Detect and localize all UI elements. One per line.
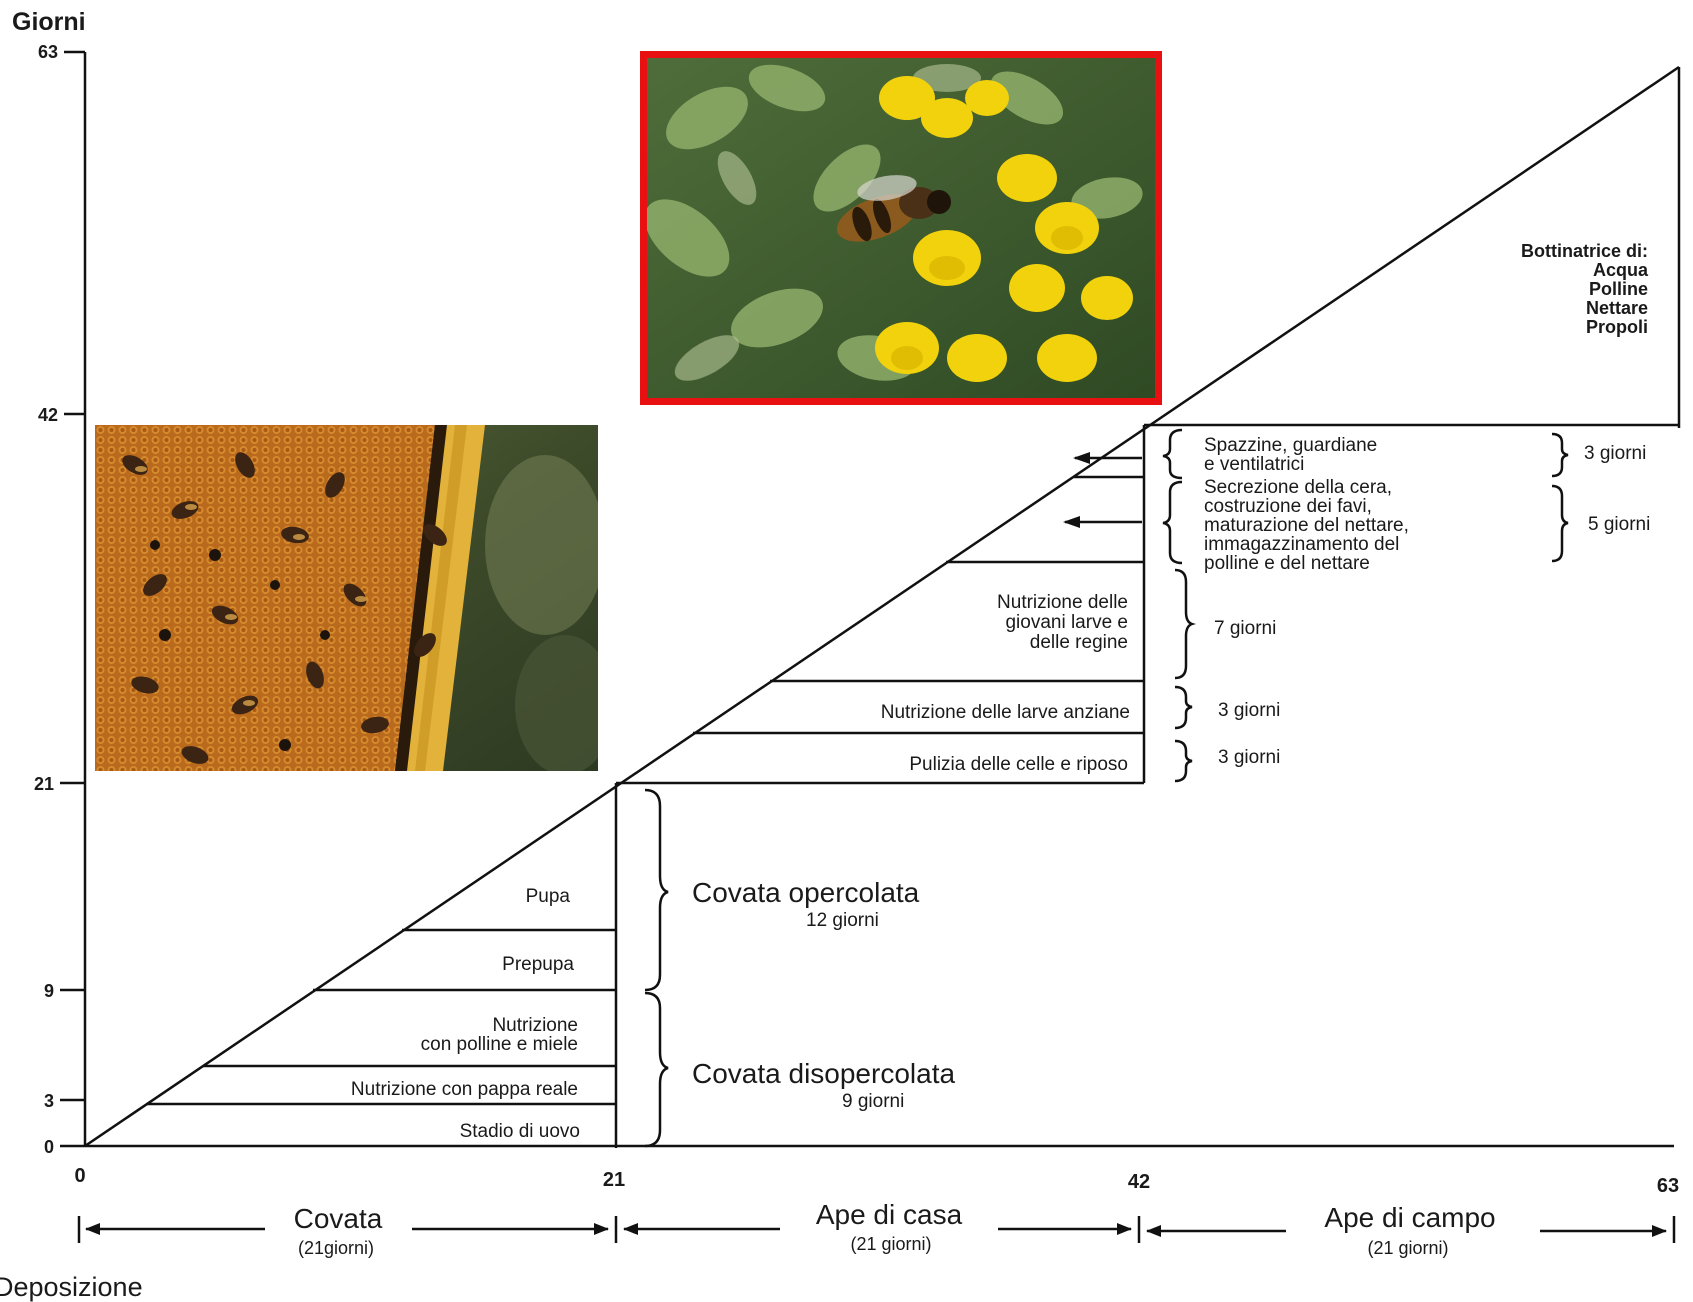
stage-royal-jelly: Nutrizione con pappa reale — [351, 1079, 578, 1100]
deposition-label: Deposizione — [0, 1272, 143, 1302]
phase-house-duration: (21 giorni) — [850, 1234, 931, 1254]
stage-pollen-honey-1: Nutrizione — [492, 1015, 578, 1036]
task-young-larvae-2: giovani larve e — [1005, 612, 1128, 633]
brood-capped-duration: 12 giorni — [806, 910, 879, 931]
duration-young-larvae: 7 giorni — [1214, 618, 1276, 639]
brood-uncapped-duration: 9 giorni — [842, 1091, 904, 1112]
y-tick-3: 3 — [44, 1091, 54, 1111]
stage-prepupa: Prepupa — [502, 954, 574, 975]
stage-pupa: Pupa — [526, 886, 571, 907]
phase-field-duration: (21 giorni) — [1367, 1238, 1448, 1258]
x-tick-63: 63 — [1657, 1175, 1679, 1197]
honeycomb-frame-photo — [95, 425, 598, 771]
y-tick-0: 0 — [44, 1137, 54, 1157]
task-young-larvae-1: Nutrizione delle — [997, 592, 1128, 613]
task-wax-3: maturazione del nettare, — [1204, 515, 1409, 536]
phase-field-name: Ape di campo — [1324, 1202, 1495, 1233]
task-cell-cleaning: Pulizia delle celle e riposo — [909, 754, 1128, 775]
task-wax-5: polline e del nettare — [1204, 553, 1370, 574]
duration-old-larvae: 3 giorni — [1218, 700, 1280, 721]
task-wax-4: immagazzinamento del — [1204, 534, 1399, 555]
y-tick-63: 63 — [38, 42, 58, 62]
x-tick-labels: 0 21 42 63 — [74, 1165, 1679, 1197]
duration-guard: 3 giorni — [1584, 443, 1646, 464]
phase-brood-name: Covata — [294, 1203, 383, 1234]
task-old-larvae: Nutrizione delle larve anziane — [881, 702, 1130, 723]
y-tick-9: 9 — [44, 981, 54, 1001]
bee-on-yellow-flower-photo — [640, 51, 1162, 405]
field-forager-title: Bottinatrice di: — [1521, 241, 1648, 261]
y-axis-label: Giorni — [12, 8, 86, 36]
x-tick-42: 42 — [1128, 1171, 1150, 1193]
task-wax-2: costruzione dei favi, — [1204, 496, 1372, 517]
task-guard-1: Spazzine, guardiane — [1204, 435, 1377, 456]
phase-brood-duration: (21giorni) — [298, 1238, 374, 1258]
y-tick-labels: 63 42 21 9 3 0 — [34, 42, 58, 1157]
field-pollen: Polline — [1589, 279, 1648, 299]
field-propolis: Propoli — [1586, 317, 1648, 337]
brood-uncapped-title: Covata disopercolata — [692, 1058, 955, 1089]
field-nectar: Nettare — [1586, 298, 1648, 318]
y-tick-21: 21 — [34, 774, 54, 794]
field-water: Acqua — [1593, 260, 1649, 280]
x-tick-21: 21 — [603, 1169, 625, 1191]
stage-egg: Stadio di uovo — [460, 1121, 580, 1142]
x-tick-0: 0 — [74, 1165, 85, 1187]
task-young-larvae-3: delle regine — [1030, 632, 1128, 653]
duration-wax: 5 giorni — [1588, 514, 1650, 535]
duration-cell-cleaning: 3 giorni — [1218, 747, 1280, 768]
stage-pollen-honey-2: con polline e miele — [421, 1034, 578, 1055]
task-wax-1: Secrezione della cera, — [1204, 477, 1392, 498]
brood-capped-title: Covata opercolata — [692, 877, 920, 908]
y-tick-42: 42 — [38, 405, 58, 425]
phase-house-name: Ape di casa — [816, 1199, 963, 1230]
field-task-labels: Bottinatrice di: Acqua Polline Nettare P… — [1521, 241, 1649, 337]
task-guard-2: e ventilatrici — [1204, 454, 1304, 475]
